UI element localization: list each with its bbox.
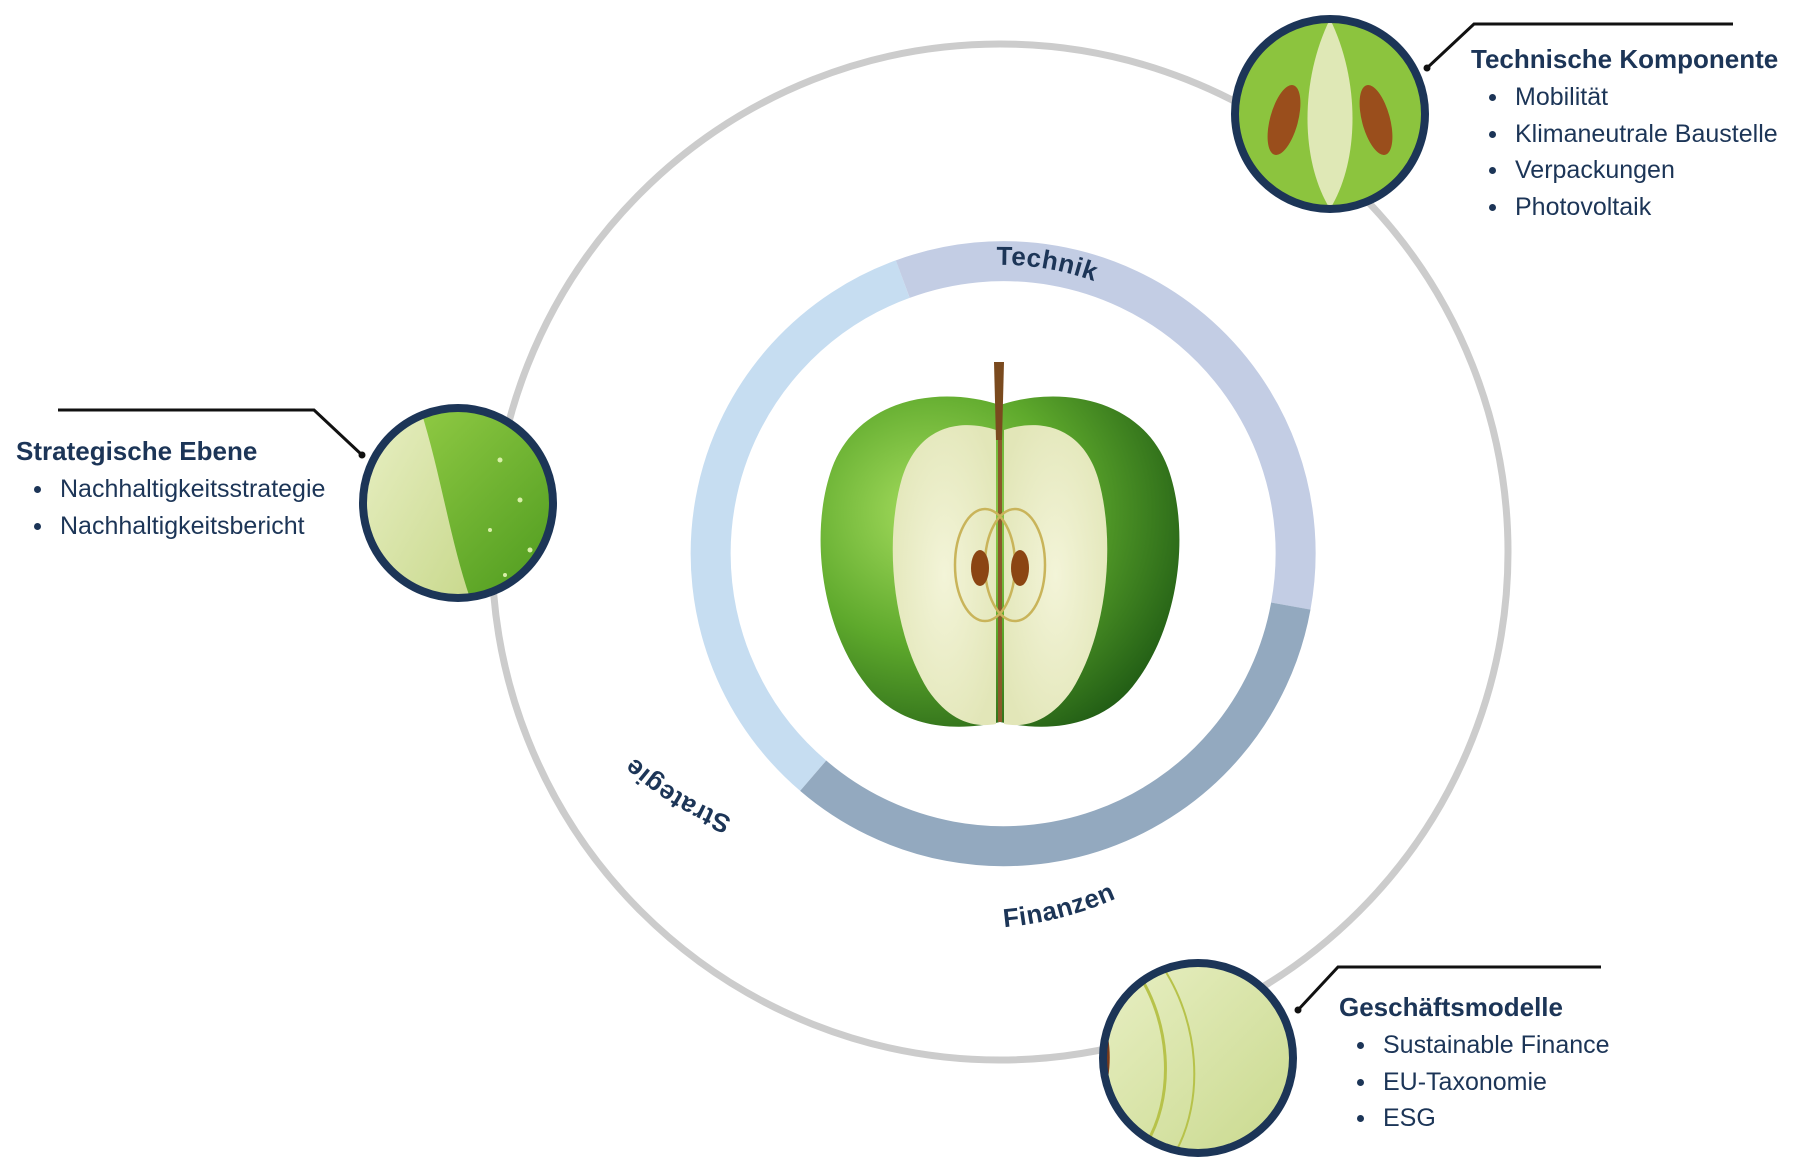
callout-title: Geschäftsmodelle <box>1339 991 1610 1023</box>
callout-list: Nachhaltigkeitsstrategie Nachhaltigkeits… <box>16 471 325 544</box>
list-item: Nachhaltigkeitsstrategie <box>60 471 325 508</box>
list-item: Photovoltaik <box>1515 189 1778 226</box>
callout-strategische-ebene: Strategische Ebene Nachhaltigkeitsstrate… <box>16 435 325 544</box>
callout-technische-komponente: Technische Komponente Mobilität Klimaneu… <box>1471 43 1778 225</box>
list-item: Klimaneutrale Baustelle <box>1515 116 1778 153</box>
callout-list: Sustainable Finance EU-Taxonomie ESG <box>1339 1027 1610 1137</box>
list-item: EU-Taxonomie <box>1383 1064 1610 1101</box>
zoom-circle-finanzen <box>1103 963 1293 1153</box>
apple-seed-right <box>1011 550 1029 586</box>
list-item: ESG <box>1383 1100 1610 1137</box>
callout-list: Mobilität Klimaneutrale Baustelle Verpac… <box>1471 79 1778 225</box>
apple-illustration <box>821 362 1180 727</box>
ring-label-strategie: Strategie <box>618 752 734 839</box>
list-item: Mobilität <box>1515 79 1778 116</box>
apple-seed-left <box>971 550 989 586</box>
list-item: Sustainable Finance <box>1383 1027 1610 1064</box>
list-item: Nachhaltigkeitsbericht <box>60 508 325 545</box>
list-item: Verpackungen <box>1515 152 1778 189</box>
callout-title: Technische Komponente <box>1471 43 1778 75</box>
ring-label-finanzen: Finanzen <box>1001 876 1118 933</box>
callout-title: Strategische Ebene <box>16 435 325 467</box>
zoom-circle-technik <box>1235 19 1425 209</box>
callout-geschaeftsmodelle: Geschäftsmodelle Sustainable Finance EU-… <box>1339 991 1610 1137</box>
zoom-circle-strategie <box>363 408 553 598</box>
